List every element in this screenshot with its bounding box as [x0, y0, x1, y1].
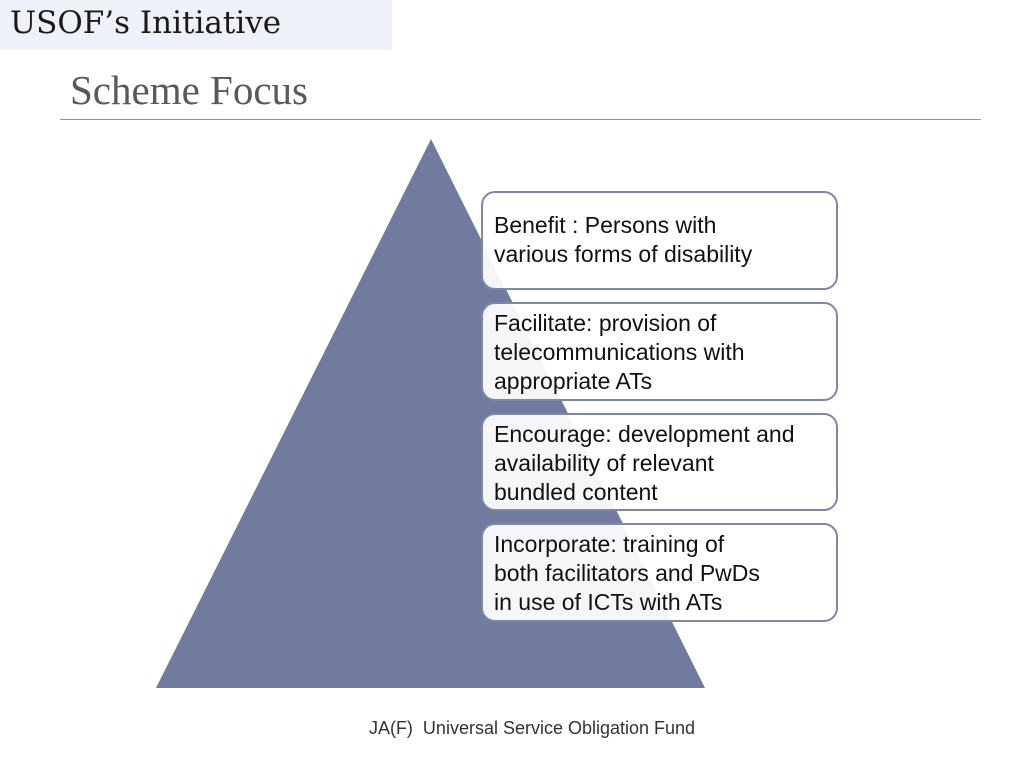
pyramid-item-incorporate: Incorporate: training of both facilitato…	[481, 523, 838, 622]
pyramid-item-benefit: Benefit : Persons with various forms of …	[481, 191, 838, 290]
pyramid-item-facilitate: Facilitate: provision of telecommunicati…	[481, 302, 838, 401]
header-band: USOF’s Initiative	[0, 0, 392, 50]
pyramid-item-encourage: Encourage: development and availability …	[481, 413, 838, 511]
slide-title: Scheme Focus	[70, 67, 308, 113]
initiative-label: USOF’s Initiative	[10, 5, 282, 41]
footer-text: JA(F) Universal Service Obligation Fund	[368, 718, 696, 738]
title-divider	[60, 119, 981, 120]
